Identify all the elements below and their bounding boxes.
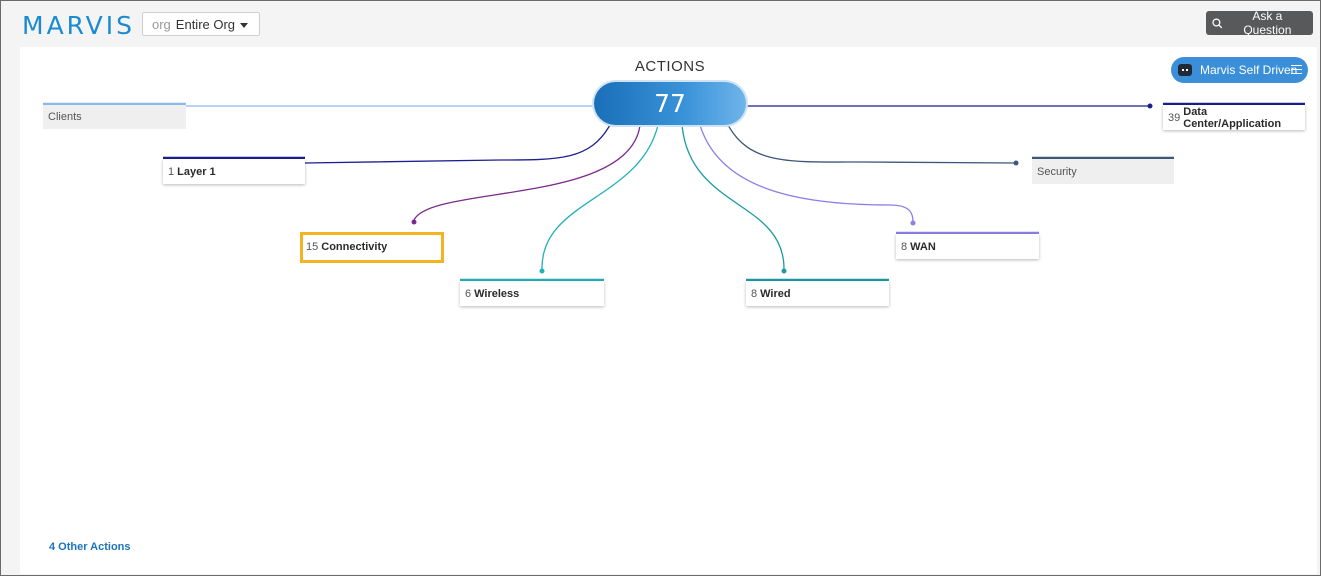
- card-layer1[interactable]: 1 Layer 1: [163, 159, 305, 184]
- card-layer1-label: Layer 1: [177, 165, 216, 178]
- link-security-dot: [1013, 160, 1019, 166]
- card-security[interactable]: Security: [1032, 159, 1174, 184]
- link-layer1: [304, 124, 611, 164]
- link-wired: [681, 124, 785, 271]
- org-selector[interactable]: org Entire Org: [142, 12, 260, 36]
- chevron-down-icon: [240, 23, 248, 28]
- robot-icon: [1178, 64, 1192, 76]
- link-connectivity: [413, 124, 641, 221]
- card-connectivity-label: Connectivity: [321, 240, 388, 253]
- link-security: [727, 124, 1017, 164]
- card-wired[interactable]: 8 Wired: [746, 281, 889, 306]
- other-actions-link[interactable]: 4 Other Actions: [49, 541, 131, 553]
- link-wireless: [541, 124, 659, 271]
- ask-question-button[interactable]: Ask a Question: [1206, 9, 1313, 37]
- card-wireless[interactable]: 6 Wireless: [460, 281, 604, 306]
- card-wireless-label: Wireless: [474, 287, 520, 300]
- card-clients-label: Clients: [48, 111, 82, 123]
- link-wan: [699, 124, 914, 223]
- link-connectivity-dot: [411, 219, 417, 225]
- card-wireless-count: 6: [465, 287, 472, 300]
- actions-panel: [20, 47, 1317, 574]
- card-wan-count: 8: [901, 240, 908, 253]
- actions-total-pill[interactable]: 77: [594, 82, 746, 125]
- self-driven-button[interactable]: Marvis Self Driven: [1171, 57, 1308, 83]
- hamburger-menu-icon: [1291, 65, 1302, 77]
- card-datacenter-label: Data Center/Application: [1183, 105, 1282, 130]
- card-wan-label: WAN: [910, 240, 936, 253]
- card-clients[interactable]: Clients: [43, 105, 186, 129]
- link-datacenter-dot: [1147, 103, 1153, 109]
- card-layer1-count: 1: [168, 165, 175, 178]
- card-wan[interactable]: 8 WAN: [896, 234, 1039, 259]
- link-wired-dot: [781, 268, 787, 274]
- actions-title: ACTIONS: [634, 58, 706, 75]
- card-wired-label: Wired: [760, 287, 791, 300]
- card-security-label: Security: [1037, 165, 1077, 178]
- link-wireless-dot: [539, 268, 545, 274]
- card-datacenter-count: 39: [1168, 111, 1181, 124]
- search-icon: [1212, 17, 1223, 28]
- org-value: Entire Org: [175, 16, 236, 32]
- ask-question-label: Ask a Question: [1243, 9, 1292, 37]
- link-wan-dot: [910, 220, 916, 226]
- marvis-logo: MARVIS: [22, 11, 136, 40]
- card-connectivity-count: 15: [306, 240, 319, 253]
- card-datacenter[interactable]: 39 Data Center/Application: [1163, 105, 1305, 130]
- card-wired-count: 8: [751, 287, 758, 300]
- org-prefix: org: [152, 16, 171, 32]
- self-driven-label: Marvis Self Driven: [1200, 63, 1298, 77]
- card-connectivity[interactable]: 15 Connectivity: [301, 234, 443, 259]
